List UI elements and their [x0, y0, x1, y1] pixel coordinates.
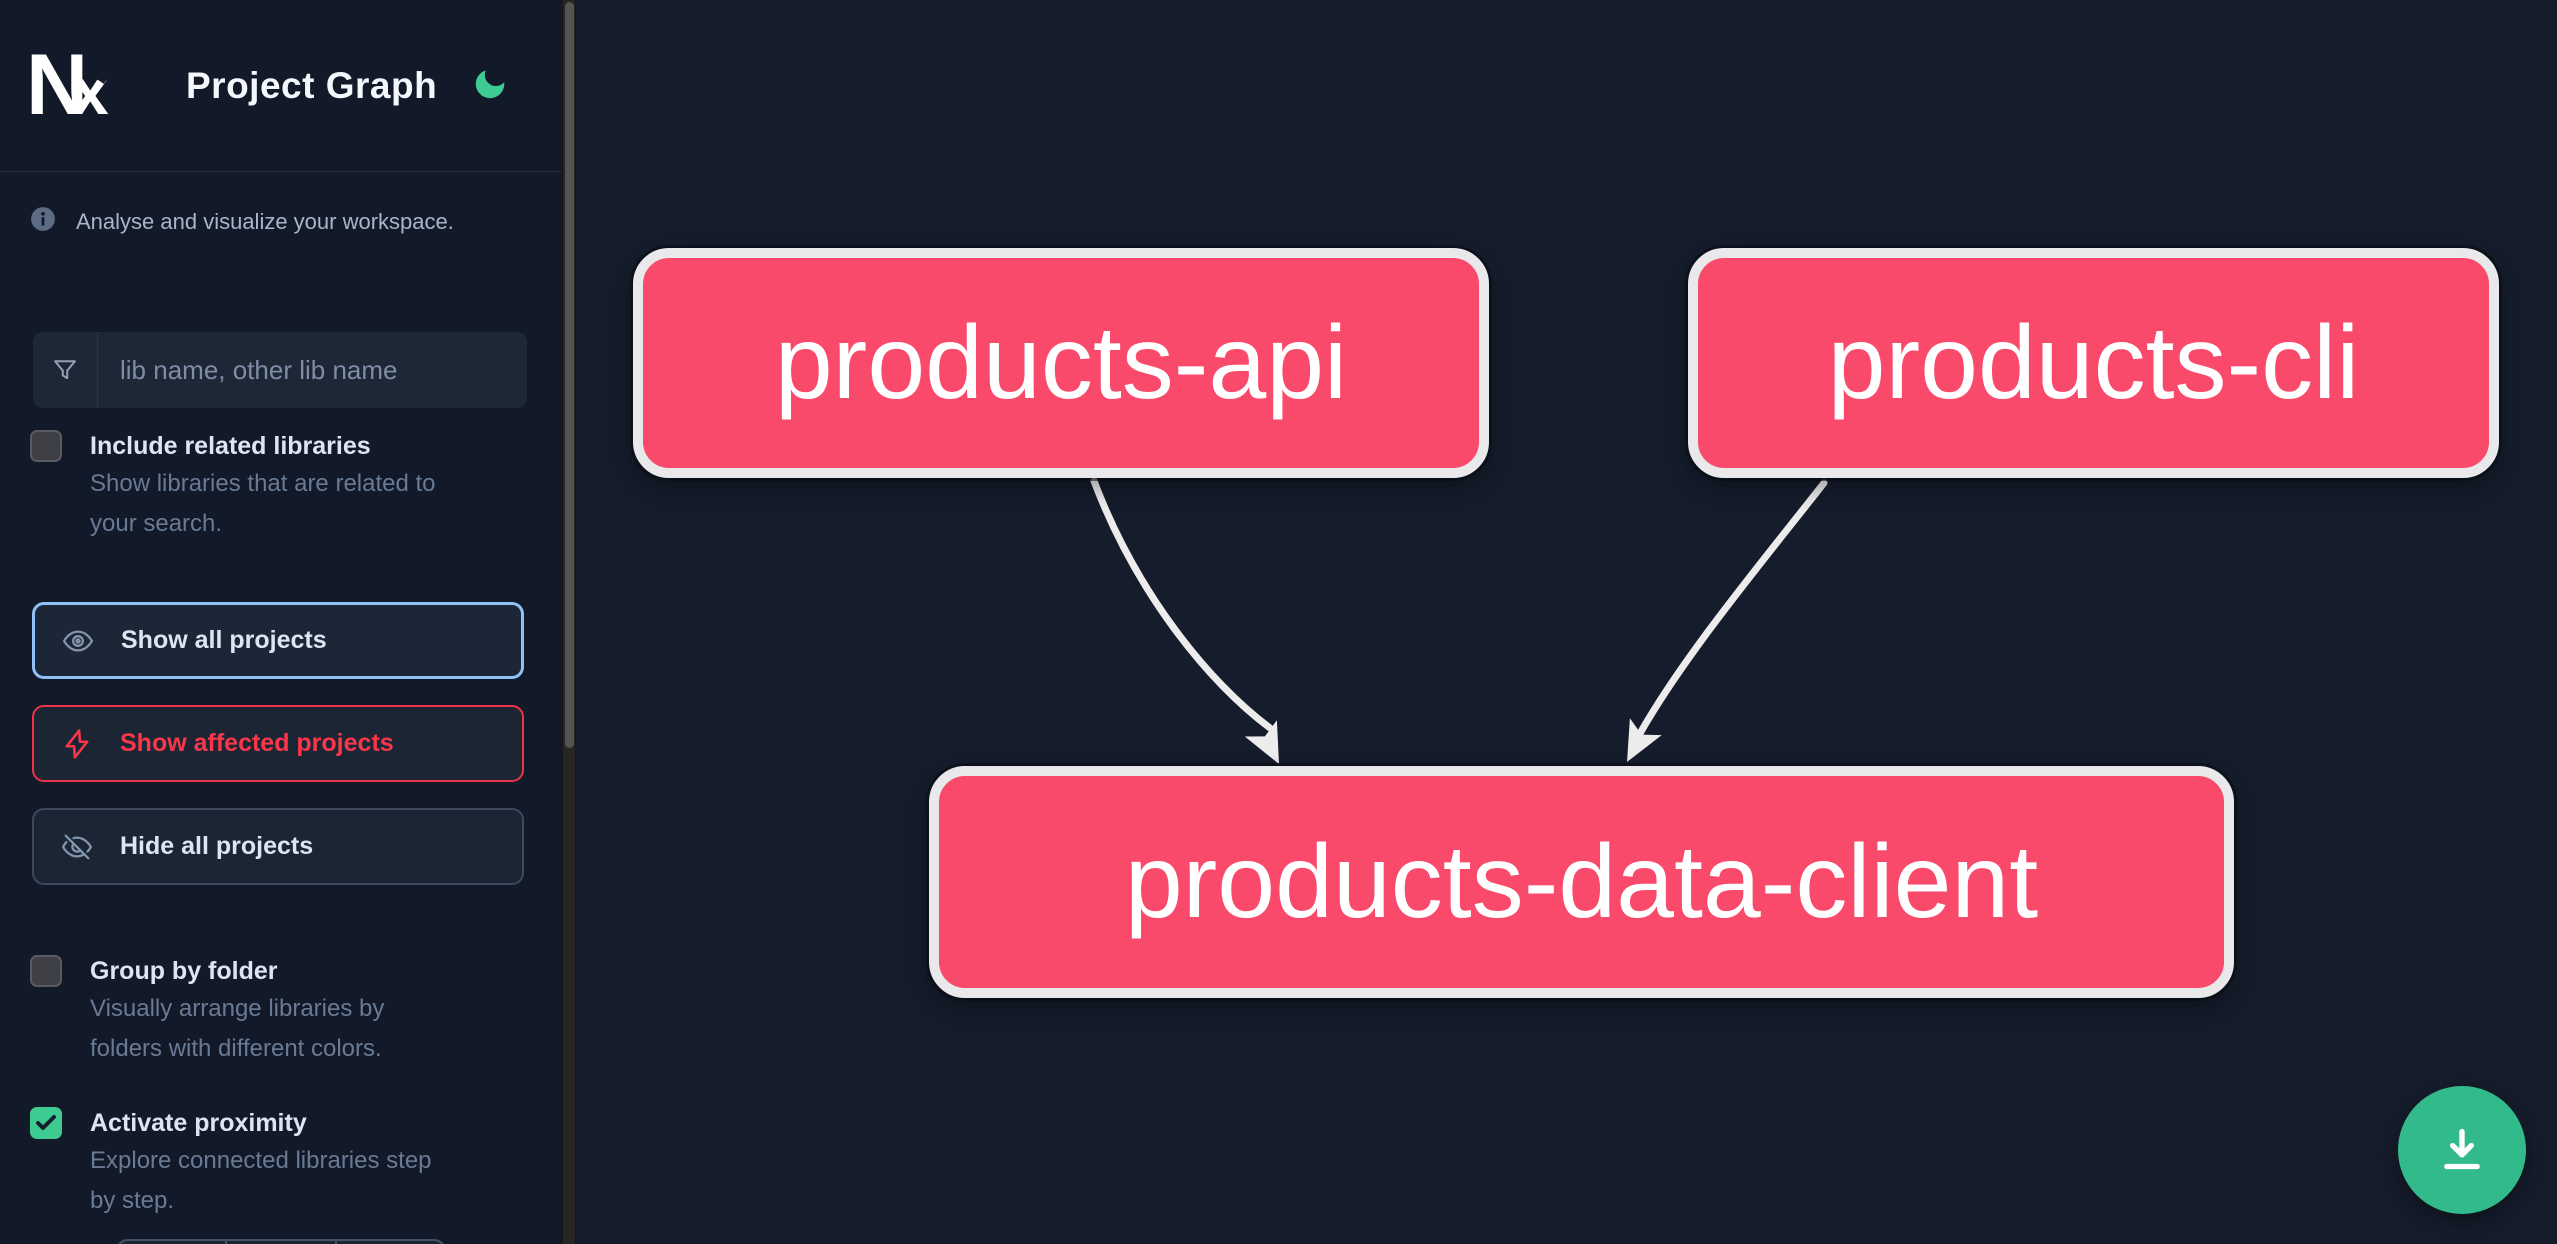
option-include-related-libraries: Include related libraries Show libraries… [30, 428, 530, 544]
show-affected-projects-button[interactable]: Show affected projects [32, 705, 524, 782]
proximity-depth-segmented-control[interactable] [116, 1239, 446, 1244]
node-products-cli[interactable]: products-cli [1688, 248, 2499, 478]
option-group-by-folder: Group by folder Visually arrange librari… [30, 953, 530, 1069]
checkbox-group-by-folder[interactable] [30, 955, 62, 987]
sidebar-header: N x Project Graph [0, 0, 562, 172]
filter-search-box [33, 332, 527, 408]
option-label: Group by folder [90, 957, 278, 985]
option-description: Show libraries that are related to your … [90, 470, 436, 537]
workspace-tagline-row: Analyse and visualize your workspace. [30, 206, 454, 237]
sidebar-scrollbar [562, 0, 576, 1244]
option-description: Visually arrange libraries by folders wi… [90, 995, 385, 1062]
node-products-data-client[interactable]: products-data-client [929, 766, 2234, 998]
funnel-icon [33, 332, 98, 408]
graph-canvas[interactable]: products-api products-cli products-data-… [576, 0, 2557, 1244]
moon-icon [471, 65, 509, 106]
checkbox-include-related-libraries[interactable] [30, 430, 62, 462]
download-icon [2434, 1121, 2490, 1180]
show-all-projects-button[interactable]: Show all projects [32, 602, 524, 679]
hide-all-projects-button[interactable]: Hide all projects [32, 808, 524, 885]
download-image-button[interactable] [2398, 1086, 2526, 1214]
workspace-tagline: Analyse and visualize your workspace. [76, 208, 454, 234]
button-label: Show affected projects [120, 729, 394, 757]
info-icon [30, 206, 56, 237]
sidebar: N x Project Graph Analyse and visual [0, 0, 562, 1244]
option-label: Include related libraries [90, 432, 371, 460]
svg-text:N: N [30, 50, 88, 122]
eye-icon [61, 624, 95, 658]
button-label: Show all projects [121, 626, 327, 654]
scrollbar-thumb[interactable] [565, 2, 574, 748]
eye-off-icon [60, 830, 94, 864]
button-label: Hide all projects [120, 832, 314, 860]
option-description: Explore connected libraries step by step… [90, 1147, 432, 1214]
theme-toggle-button[interactable] [468, 64, 512, 108]
dependency-edges [1090, 477, 1828, 764]
node-products-api[interactable]: products-api [633, 248, 1489, 478]
page-title: Project Graph [186, 64, 438, 106]
option-label: Activate proximity [90, 1109, 307, 1137]
svg-text:x: x [72, 54, 109, 122]
sidebar-body: Analyse and visualize your workspace. In… [0, 172, 562, 1244]
nx-logo: N x [30, 50, 118, 122]
bolt-icon [60, 727, 94, 761]
checkbox-activate-proximity[interactable] [30, 1107, 62, 1139]
option-activate-proximity: Activate proximity Explore connected lib… [30, 1105, 530, 1221]
filter-input[interactable] [98, 332, 527, 408]
